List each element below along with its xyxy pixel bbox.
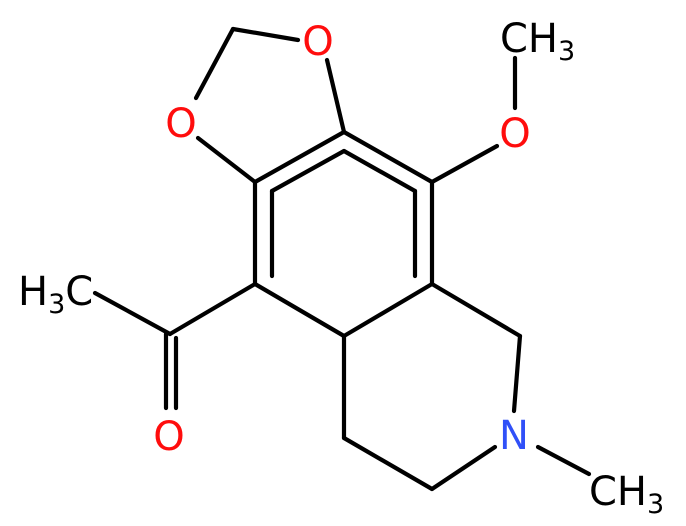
bond-c8-c9 bbox=[341, 129, 435, 185]
oxygen-atom-dioxole-top: O bbox=[302, 19, 333, 65]
bond-c11-c6 bbox=[252, 281, 347, 339]
oxygen-atom-carbonyl: O bbox=[153, 414, 184, 460]
bond-n-ch3 bbox=[535, 444, 592, 477]
bond-ch2-o-left bbox=[193, 26, 236, 101]
bond-n-ch2 bbox=[429, 444, 498, 492]
methyl-group-n-methyl: CH3 bbox=[589, 469, 664, 520]
bond-c9-o-methoxy bbox=[429, 143, 500, 185]
methyl-acetyl-subscript: 3 bbox=[48, 289, 65, 320]
bond-c10-ch2 bbox=[429, 281, 523, 339]
bond-ch2-o-top bbox=[230, 26, 301, 43]
oxygen-atom-dioxole-left: O bbox=[165, 101, 196, 147]
oxygen-atom-methoxy: O bbox=[499, 111, 530, 157]
bond-c7-c8 bbox=[252, 129, 347, 185]
methyl-acetyl-main: H bbox=[18, 269, 48, 315]
methyl-methoxy-subscript: 3 bbox=[558, 36, 575, 67]
methyl-acetyl-tail: C bbox=[65, 269, 93, 315]
bond-c6-c-acetyl bbox=[167, 281, 258, 337]
bond-c-acetyl-ch3 bbox=[92, 290, 173, 337]
bond-c10-c11 bbox=[341, 281, 435, 339]
methyl-methoxy-main: CH bbox=[500, 16, 558, 62]
nitrogen-atom: N bbox=[499, 413, 529, 459]
bond-ch2-ch2 bbox=[341, 435, 435, 492]
bond-ch2-n bbox=[511, 333, 523, 414]
methyl-nmethyl-subscript: 3 bbox=[647, 489, 664, 520]
bond-lines bbox=[92, 26, 592, 492]
bond-o-top-c8 bbox=[324, 57, 347, 135]
methyl-nmethyl-main: CH bbox=[589, 469, 647, 515]
methyl-group-acetyl: H3C bbox=[18, 269, 93, 320]
bond-c8-c9-inner bbox=[341, 148, 418, 194]
methyl-group-methoxy: CH3 bbox=[500, 16, 575, 67]
bond-o-left-c7 bbox=[195, 135, 258, 185]
bond-c7-c8-inner bbox=[269, 148, 347, 194]
